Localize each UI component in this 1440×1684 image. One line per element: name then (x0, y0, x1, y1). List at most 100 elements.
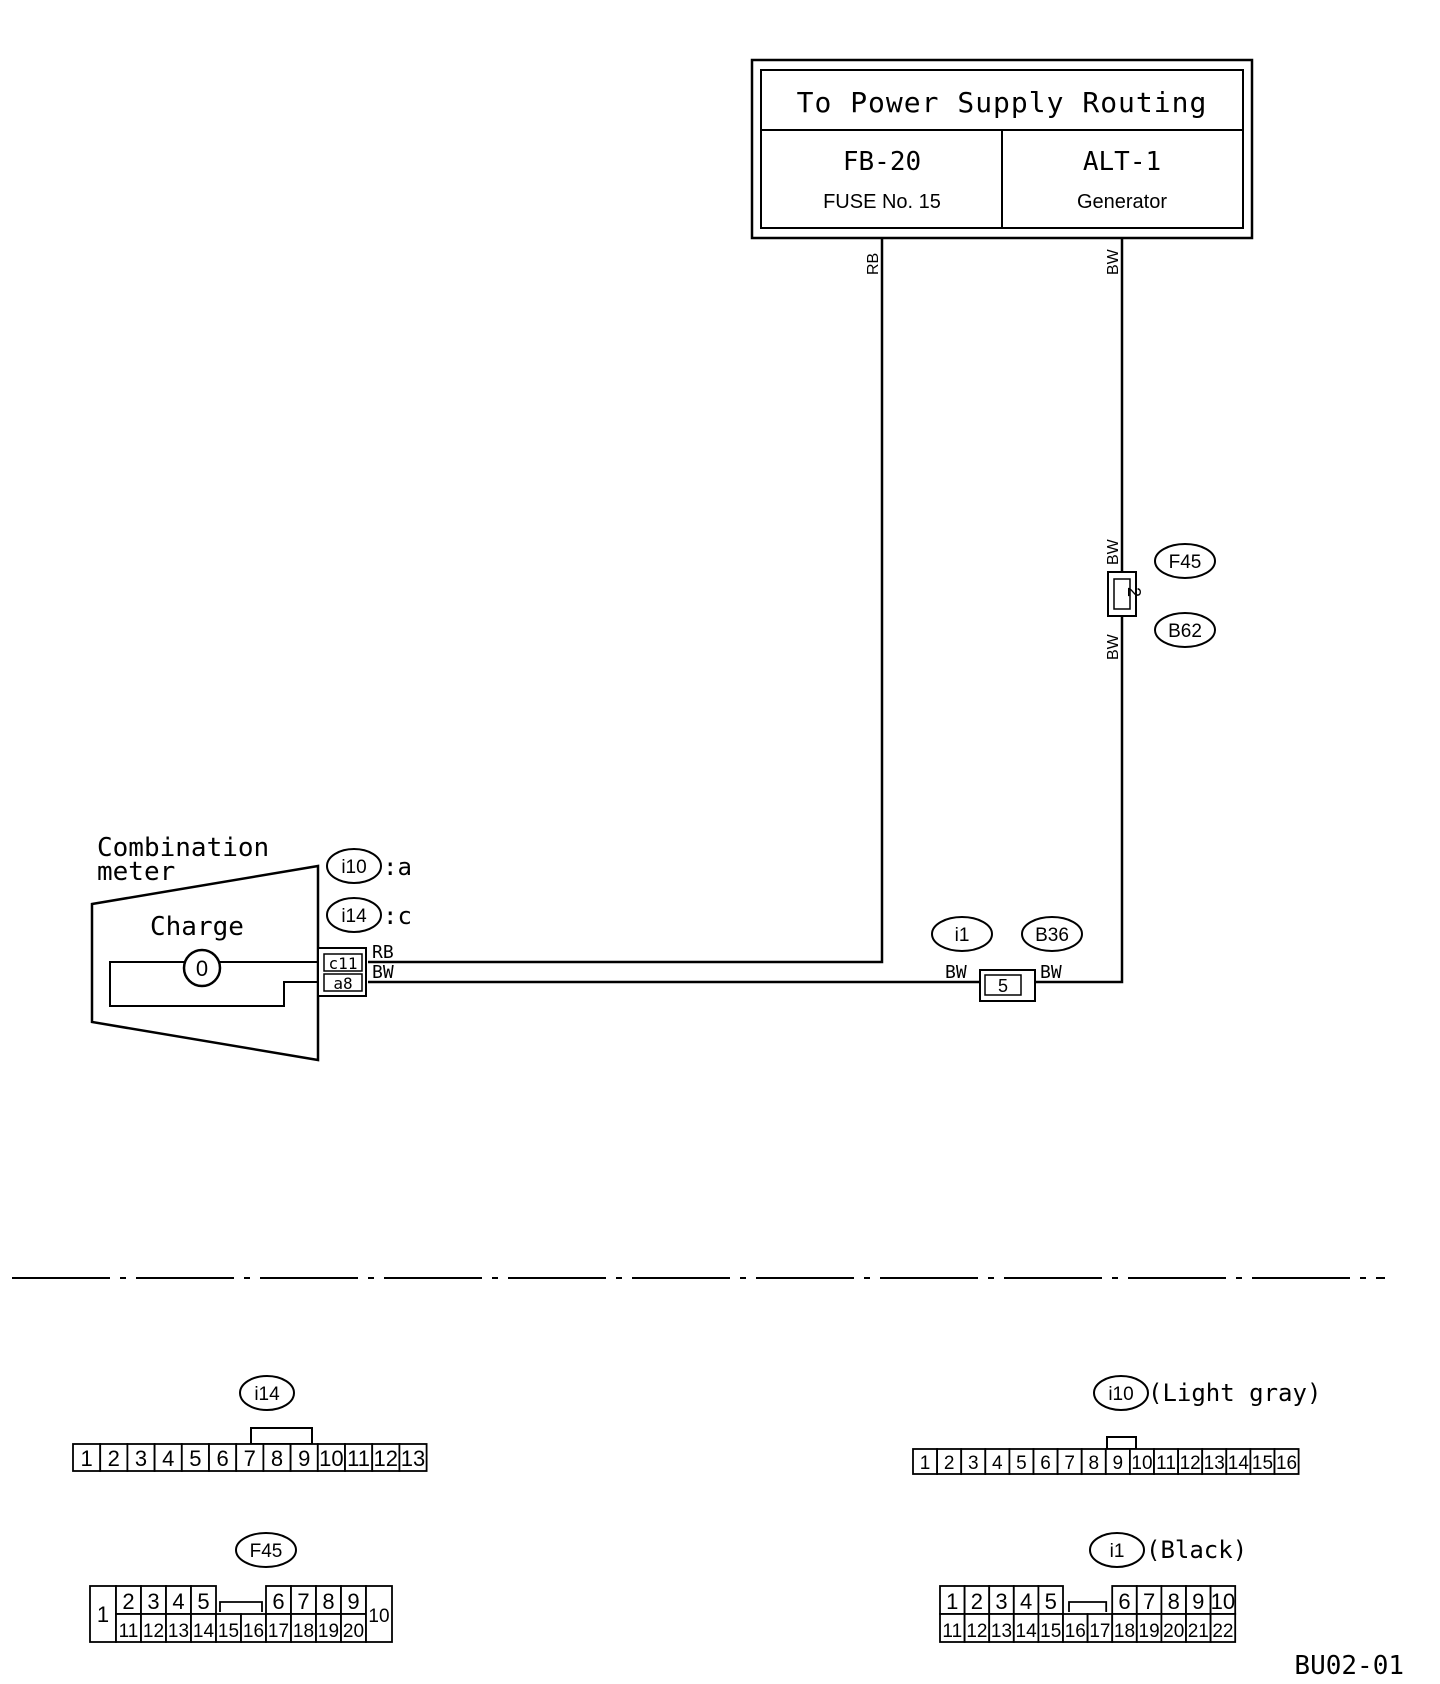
i1-pin-label-16: 16 (1065, 1621, 1086, 1642)
i1-pin-15 (1037, 1613, 1064, 1643)
i10-pin-2 (936, 1448, 963, 1475)
f45-pin-label-6: 6 (272, 1589, 284, 1614)
i14-pin-label-2: 2 (108, 1446, 120, 1471)
i10-pin-15 (1249, 1448, 1276, 1475)
i14-pin-2 (99, 1443, 129, 1472)
alt-desc: Generator (1077, 191, 1167, 213)
i1-pin-13 (988, 1613, 1015, 1643)
f45-connector-id: F45 (1169, 552, 1202, 573)
i1-pin-16 (1062, 1613, 1089, 1643)
i10-pin-label-2: 2 (944, 1453, 955, 1474)
i10-pin-1 (912, 1448, 939, 1475)
i1-pin-label-7: 7 (1143, 1589, 1155, 1614)
i1-pin-label-8: 8 (1168, 1589, 1180, 1614)
fuse-desc: FUSE No. 15 (823, 191, 941, 213)
i10-pin-label-12: 12 (1180, 1453, 1201, 1474)
i14-pin-label-13: 13 (401, 1446, 425, 1471)
i14-pin-label-6: 6 (216, 1446, 228, 1471)
i1-pin-label-14: 14 (1016, 1621, 1038, 1642)
power-supply-box: To Power Supply Routing FB-20 FUSE No. 1… (750, 58, 1254, 240)
i1-pin-label-17: 17 (1089, 1621, 1110, 1642)
meter-pin-a8: a8 (333, 974, 352, 993)
i10-pin-label-1: 1 (920, 1453, 931, 1474)
f45-pin-label-18: 18 (293, 1621, 314, 1642)
b36-connector-id: B36 (1035, 925, 1069, 946)
i1-pin-label-15: 15 (1040, 1621, 1061, 1642)
i1-pin-7 (1135, 1585, 1163, 1615)
i14-pin-label-4: 4 (162, 1446, 174, 1471)
i10-pin-label-15: 15 (1252, 1453, 1273, 1474)
connector-view-i1-id: i1 (1110, 1541, 1125, 1562)
f45-pin-19 (315, 1613, 342, 1643)
i14-pin-6 (208, 1443, 238, 1472)
rb-wire-label-meter: RB (372, 942, 394, 963)
i1-pin-label-13: 13 (991, 1621, 1012, 1642)
i1-pin-9 (1185, 1585, 1212, 1615)
i10-pin-label-5: 5 (1016, 1453, 1027, 1474)
charge-warning-lamp (182, 948, 222, 988)
i14-pin-label-11: 11 (347, 1446, 370, 1471)
f45-key-notch (219, 1601, 263, 1612)
i1-pin-label-10: 10 (1211, 1589, 1235, 1614)
figure-code: BU02-01 (1294, 1651, 1404, 1681)
meter-connector-i10-id: i10 (341, 857, 366, 878)
i1-pin-label-22: 22 (1212, 1621, 1233, 1642)
b62-connector-id: B62 (1168, 621, 1202, 642)
meter-title-line2: meter (97, 857, 175, 887)
i1-pin-14 (1012, 1613, 1040, 1643)
i10-pin-6 (1032, 1448, 1059, 1475)
f45-pin-label-5: 5 (197, 1589, 209, 1614)
rb-wire-label-top: RB (865, 253, 882, 275)
f45-pin-9 (340, 1585, 367, 1615)
i10-pin-label-7: 7 (1064, 1453, 1075, 1474)
f45-pin-1 (89, 1585, 117, 1643)
i1-key-notch (1068, 1601, 1108, 1612)
i14-pin-label-10: 10 (319, 1446, 343, 1471)
rb-wire: RB (368, 238, 884, 964)
f45-pin-label-20: 20 (343, 1621, 364, 1642)
i10-pin-label-11: 11 (1156, 1453, 1176, 1474)
i10-pin-label-13: 13 (1204, 1453, 1225, 1474)
i1-pin-label-9: 9 (1192, 1589, 1204, 1614)
i1-connector-id: i1 (955, 925, 970, 946)
i10-pin-16 (1273, 1448, 1300, 1475)
bw-wire-label-f45-bottom: BW (1105, 633, 1122, 660)
bw-wire: BW BW BW (368, 238, 1124, 984)
f45-pin-2 (115, 1585, 142, 1615)
i10-pin-label-4: 4 (992, 1453, 1003, 1474)
f45-pin-label-14: 14 (193, 1621, 215, 1642)
f45-pin-label-12: 12 (143, 1621, 164, 1642)
f45-pin-11 (115, 1613, 142, 1643)
f45-pin-label-11: 11 (119, 1621, 139, 1642)
f45-pin-label-19: 19 (318, 1621, 339, 1642)
f45-b62-connector: 2 F45 B62 (1107, 543, 1216, 648)
i14-pin-8 (262, 1443, 292, 1472)
meter-connector-i14-id: i14 (341, 906, 367, 927)
i10-pin-10 (1129, 1448, 1155, 1475)
i14-pin-12 (371, 1443, 401, 1472)
f45-pin-10 (365, 1585, 393, 1643)
bw-label-i1-left: BW (945, 962, 967, 983)
connector-view-i10-note: (Light gray) (1148, 1379, 1321, 1407)
bw-label-i1-right: BW (1040, 962, 1062, 983)
meter-pin-c11: c11 (329, 954, 358, 973)
i14-pin-label-9: 9 (298, 1446, 310, 1471)
i10-pin-7 (1056, 1448, 1083, 1475)
i10-pin-4 (984, 1448, 1011, 1475)
i1-pin-number: 5 (998, 976, 1008, 996)
i1-pin-label-20: 20 (1163, 1621, 1184, 1642)
f45-pin-7 (290, 1585, 317, 1615)
meter-connector-i10-suffix: :a (383, 853, 412, 881)
i10-pin-label-6: 6 (1040, 1453, 1051, 1474)
f45-pin-label-8: 8 (322, 1589, 334, 1614)
f45-pin-label-10: 10 (368, 1606, 389, 1627)
combination-meter: Combination meter Charge 0 i10 :a i14 :c… (90, 833, 412, 1062)
bw-wire-label-top: BW (1105, 248, 1122, 275)
f45-pin-14 (190, 1613, 217, 1643)
i1-pin-label-5: 5 (1045, 1589, 1057, 1614)
i10-pin-label-16: 16 (1276, 1453, 1297, 1474)
i14-pin-13 (398, 1443, 428, 1472)
